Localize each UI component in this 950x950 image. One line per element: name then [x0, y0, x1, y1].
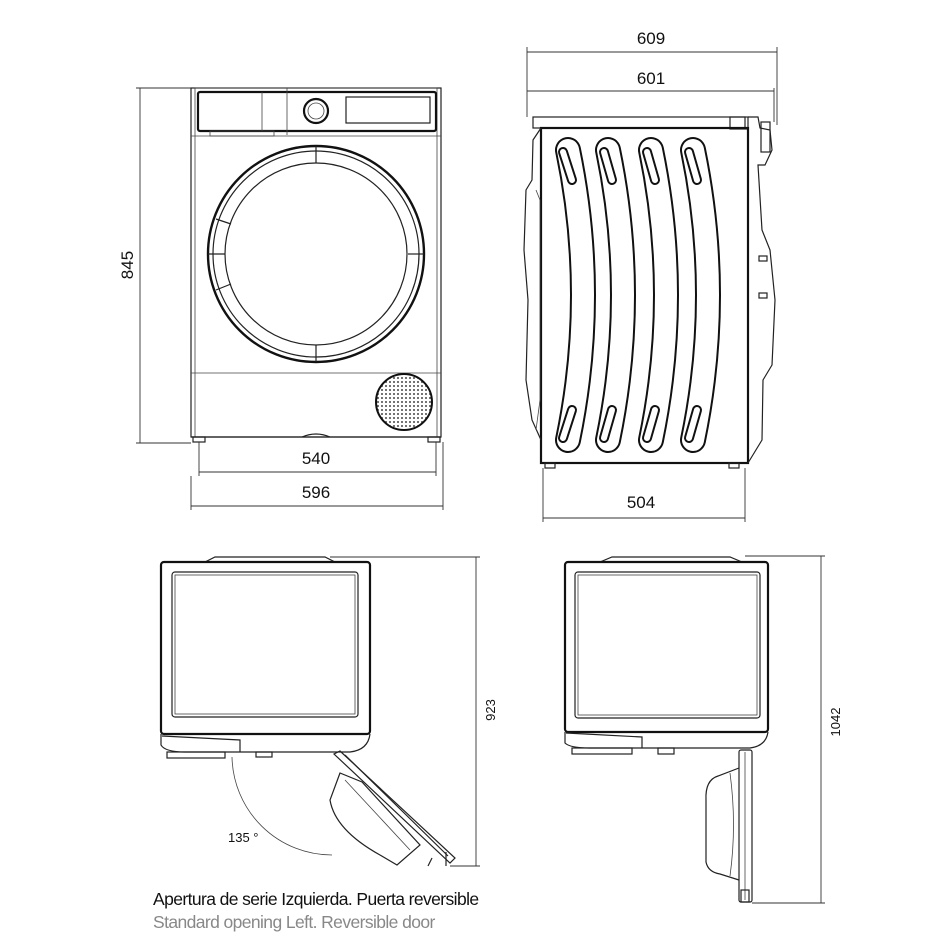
door-glass [224, 162, 408, 346]
svg-text:504: 504 [627, 493, 655, 512]
dimension-1042: 1042 [745, 555, 843, 904]
door [738, 749, 753, 903]
dimension-504: 504 [542, 468, 746, 522]
foot [427, 436, 441, 443]
top-view-door-open: 135 ° [159, 556, 456, 867]
svg-text:596: 596 [302, 483, 330, 502]
foot [544, 462, 556, 469]
foot [192, 436, 206, 443]
top-view-door-90 [563, 556, 770, 903]
svg-text:845: 845 [118, 251, 137, 279]
foot [728, 462, 740, 469]
display [345, 96, 431, 124]
dimension-845: 845 [118, 87, 191, 444]
filter-grille [375, 373, 433, 431]
control-panel [196, 90, 438, 133]
svg-text:609: 609 [637, 29, 665, 48]
svg-text:1042: 1042 [828, 708, 843, 737]
dimension-540: 540 [198, 442, 437, 476]
dimension-923: 923 [330, 556, 498, 867]
front-view [190, 87, 442, 443]
svg-text:601: 601 [637, 69, 665, 88]
caption-english: Standard opening Left. Reversible door [153, 912, 435, 932]
side-view [523, 116, 776, 469]
door-ring [206, 144, 426, 364]
svg-text:923: 923 [483, 699, 498, 721]
svg-text:540: 540 [302, 449, 330, 468]
dimension-596: 596 [190, 442, 444, 510]
dimension-601: 601 [527, 69, 775, 122]
dimension-609: 609 [526, 29, 778, 125]
side-ribs [555, 137, 721, 453]
program-knob-icon [302, 97, 330, 125]
svg-text:135 °: 135 ° [228, 830, 259, 845]
door-swing-arc [231, 756, 333, 856]
caption-spanish: Apertura de serie Izquierda. Puerta reve… [153, 889, 479, 909]
